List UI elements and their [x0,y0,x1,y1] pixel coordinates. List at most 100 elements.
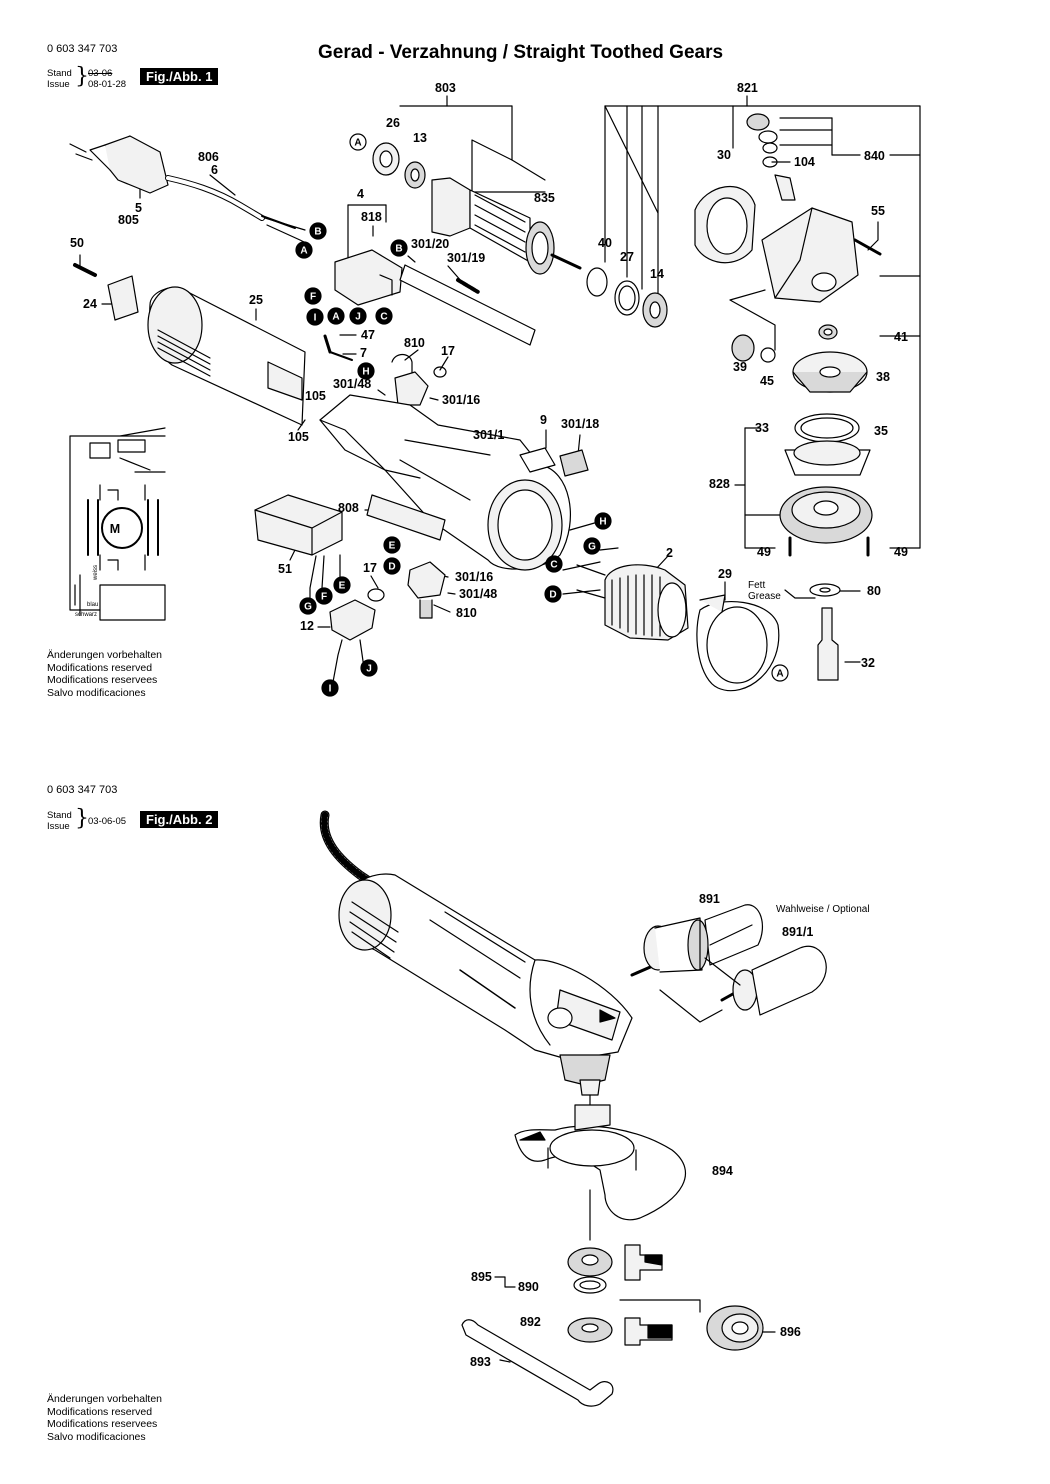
part-label-27: 27 [620,250,634,264]
svg-text:I: I [329,684,332,695]
part-label-894: 894 [712,1164,733,1178]
note-line: Salvo modificaciones [47,1430,146,1443]
part-label-17: 17 [441,344,455,358]
note-line: Modifications reservees [47,1418,158,1431]
part-label-14: 14 [650,267,664,281]
part-label-301-19: 301/19 [447,251,485,265]
part-label-803: 803 [435,81,456,95]
part-label-805: 805 [118,213,139,227]
part-label-55: 55 [871,204,885,218]
fig2-label: Fig./Abb. 2 [140,811,219,828]
modification-notes-1: Änderungen vorbehalten Modifications res… [47,649,162,699]
svg-text:F: F [321,592,327,603]
new-date: 08-01-28 [88,79,127,90]
modification-notes-2: Änderungen vorbehalten Modifications res… [47,1393,162,1443]
svg-text:H: H [599,517,606,528]
part-label-12: 12 [300,619,314,633]
svg-text:A: A [354,138,361,149]
part-label-38: 38 [876,370,890,384]
note-line: Änderungen vorbehalten [47,649,163,661]
part-label-806: 806 [198,150,219,164]
stand-label: Stand [47,68,72,79]
part-label-104: 104 [794,155,815,169]
ref-letter-h: H [594,512,612,530]
part-label-9: 9 [540,413,547,427]
svg-text:J: J [366,664,372,675]
ref-letter-j: J [349,307,367,325]
svg-text:I: I [314,313,317,324]
part-label-896: 896 [780,1325,801,1339]
part-label-17: 17 [363,561,377,575]
part-label-49: 49 [757,545,771,559]
stand-label-2: Stand [47,810,72,821]
part-label-810: 810 [456,606,477,620]
ref-letter-a: A [349,133,367,151]
brace-symbol: } [75,64,89,89]
ref-letter-e: E [333,576,351,594]
part-label-2: 2 [666,546,673,560]
part-label-6: 6 [211,163,218,177]
part-label-301-18: 301/18 [561,417,599,431]
brace-symbol-2: } [75,806,89,831]
part-label-892: 892 [520,1315,541,1329]
part-label-39: 39 [733,360,747,374]
ref-letter-c: C [545,555,563,573]
svg-text:D: D [549,590,556,601]
ref-letter-d: D [383,557,401,575]
document-number-fig2: 0 603 347 703 [47,784,118,796]
svg-text:H: H [362,367,369,378]
part-label-80: 80 [867,584,881,598]
part-label-301-48: 301/48 [333,377,371,391]
part-label-26: 26 [386,116,400,130]
part-label-33: 33 [755,421,769,435]
part-label-24: 24 [83,297,97,311]
svg-text:D: D [388,562,395,573]
part-label-301-16: 301/16 [455,570,493,584]
part-label-40: 40 [598,236,612,250]
svg-text:F: F [310,292,316,303]
ref-letter-a: A [295,241,313,259]
ref-letter-b: B [309,222,327,240]
ref-letter-g: G [299,597,317,615]
part-label-840: 840 [864,149,885,163]
part-label-51: 51 [278,562,292,576]
note-line: Änderungen vorbehalten [47,1393,163,1405]
part-label-41: 41 [894,330,908,344]
part-label-818: 818 [361,210,382,224]
part-label-4: 4 [357,187,364,201]
svg-text:B: B [395,244,402,255]
optional-label: Wahlweise / Optional [776,904,870,915]
svg-text:G: G [588,542,596,553]
svg-text:J: J [355,312,361,323]
part-label-32: 32 [861,656,875,670]
part-label-47: 47 [361,328,375,342]
fig1-label: Fig./Abb. 1 [140,68,219,85]
part-label-25: 25 [249,293,263,307]
part-label-810: 810 [404,336,425,350]
grease-label-fett: Fett [748,580,765,591]
svg-text:E: E [389,541,396,552]
svg-text:C: C [380,312,387,323]
document-number: 0 603 347 703 [47,43,118,55]
part-label-45: 45 [760,374,774,388]
part-label-301-1: 301/1 [473,428,504,442]
part-label-828: 828 [709,477,730,491]
svg-text:A: A [776,669,783,680]
fig1-dates: 03-06 08-01-28 [88,68,126,90]
svg-text:B: B [314,227,321,238]
part-label-29: 29 [718,567,732,581]
part-label-30: 30 [717,148,731,162]
note-line: Salvo modificaciones [47,686,146,699]
wire-label-white: weiss [93,565,99,581]
ref-letter-d: D [544,585,562,603]
svg-text:A: A [332,312,339,323]
part-label-891-1: 891/1 [782,925,813,939]
note-line: Modifications reserved [47,661,153,674]
part-label-301-16: 301/16 [442,393,480,407]
fig2-issue-block: Stand Issue [47,810,72,832]
part-label-301-20: 301/20 [411,237,449,251]
fig2-date: 03-06-05 [88,816,127,827]
part-label-35: 35 [874,424,888,438]
ref-letter-a: A [771,664,789,682]
